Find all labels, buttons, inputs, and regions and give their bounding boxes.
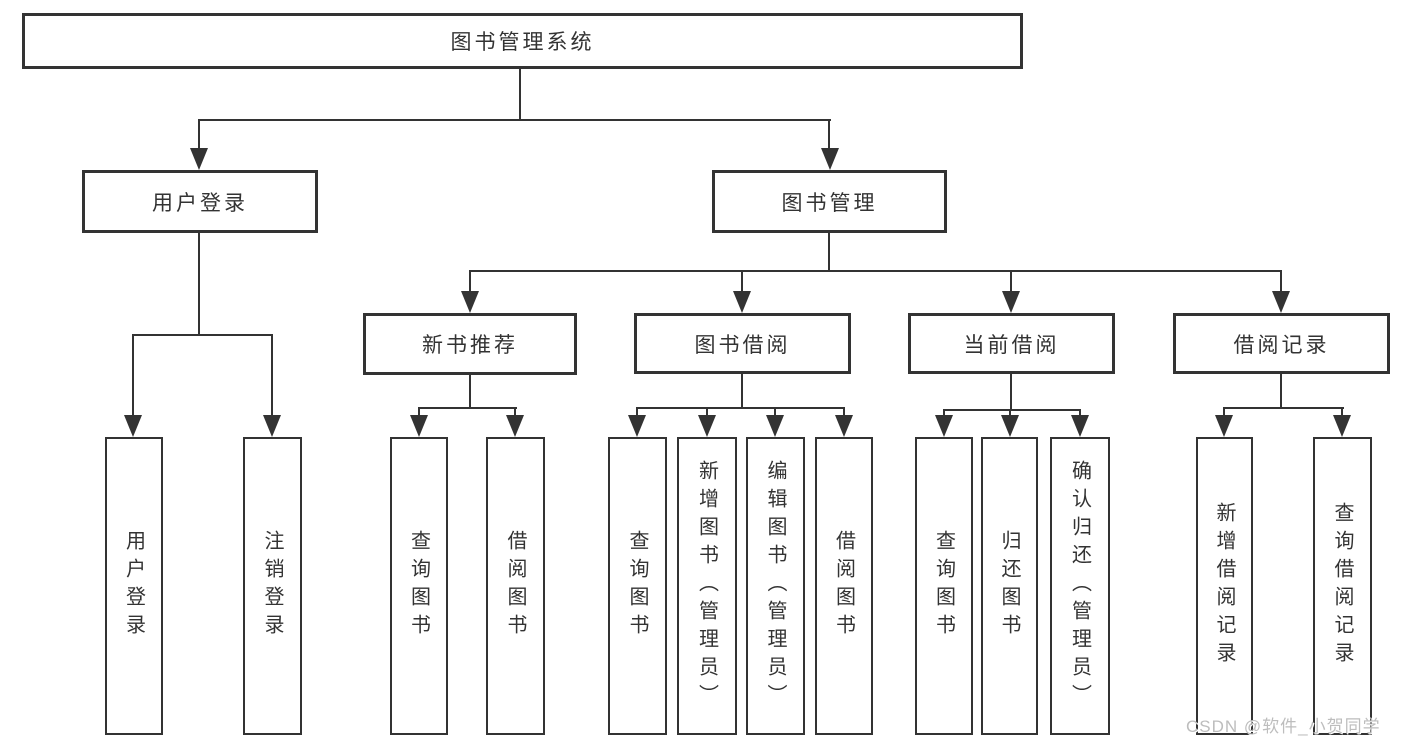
- connector-current-borrow-drop: [1010, 271, 1012, 295]
- node-book-borrow-label: 图书借阅: [694, 333, 791, 357]
- node-book-mgmt: 图书管理: [712, 170, 947, 233]
- connector-groupD-rail: [943, 409, 1081, 411]
- connector-book-mgmt-stub: [828, 233, 830, 271]
- connector-groupC-drop: [706, 408, 708, 420]
- arrow-down-icon: [698, 415, 716, 437]
- connector-level3-rail: [469, 270, 1282, 272]
- node-new-book-rec: 新书推荐: [363, 313, 577, 375]
- connector-new-book-rec-drop: [469, 271, 471, 295]
- arrow-down-icon: [506, 415, 524, 437]
- leaf-add-books-label: 新增图书（管理员）: [695, 460, 718, 712]
- leaf-confirm-return: 确认归还（管理员）: [1050, 437, 1110, 735]
- connector-groupE-rail: [1223, 407, 1344, 409]
- connector-groupB-drop: [514, 408, 516, 420]
- connector-groupC-stub: [741, 374, 743, 408]
- leaf-borrow-books-borrow: 借阅图书: [815, 437, 873, 735]
- leaf-borrow-books-borrow-label: 借阅图书: [832, 530, 855, 642]
- node-book-mgmt-label: 图书管理: [781, 191, 878, 215]
- leaf-add-books: 新增图书（管理员）: [677, 437, 737, 735]
- node-new-book-rec-label: 新书推荐: [422, 334, 518, 357]
- connector-groupA-rail: [132, 334, 273, 336]
- arrow-down-icon: [935, 415, 953, 437]
- connector-groupC-rail: [636, 407, 845, 409]
- csdn-watermark: CSDN @软件_小贺同学: [1186, 717, 1381, 736]
- arrow-down-icon: [410, 415, 428, 437]
- leaf-query-books-rec: 查询图书: [390, 437, 448, 735]
- connector-groupE-drop: [1223, 408, 1225, 420]
- connector-groupC-drop: [774, 408, 776, 420]
- arrow-down-icon: [1071, 415, 1089, 437]
- connector-book-mgmt-drop: [828, 120, 830, 152]
- node-root: 图书管理系统: [22, 13, 1023, 69]
- connector-borrow-record-drop: [1280, 271, 1282, 295]
- leaf-query-books-borrow-label: 查询图书: [626, 530, 648, 642]
- node-user-login-label: 用户登录: [152, 191, 248, 215]
- connector-user-login-drop: [198, 120, 200, 152]
- connector-groupA-drop: [132, 335, 134, 419]
- node-current-borrow: 当前借阅: [908, 313, 1115, 374]
- leaf-return-books: 归还图书: [981, 437, 1038, 735]
- leaf-edit-books-label: 编辑图书（管理员）: [764, 460, 786, 712]
- leaf-query-borrow-record: 查询借阅记录: [1313, 437, 1372, 735]
- arrow-down-icon: [1001, 415, 1019, 437]
- leaf-logout: 注销登录: [243, 437, 302, 735]
- leaf-user-login: 用户登录: [105, 437, 163, 735]
- connector-level2-rail: [198, 119, 831, 121]
- leaf-query-books-borrow: 查询图书: [608, 437, 667, 735]
- leaf-query-books-rec-label: 查询图书: [407, 530, 430, 642]
- arrow-down-icon: [733, 291, 751, 313]
- arrow-down-icon: [1002, 291, 1020, 313]
- node-borrow-record-label: 借阅记录: [1233, 333, 1330, 357]
- connector-root-stub: [519, 66, 521, 120]
- connector-groupE-stub: [1280, 374, 1282, 408]
- connector-groupB-drop: [418, 408, 420, 420]
- connector-groupD-stub: [1010, 374, 1012, 410]
- leaf-borrow-books-rec: 借阅图书: [486, 437, 545, 735]
- connector-book-borrow-drop: [741, 271, 743, 295]
- connector-groupB-stub: [469, 375, 471, 408]
- leaf-add-borrow-record-label: 新增借阅记录: [1213, 502, 1235, 670]
- arrow-down-icon: [835, 415, 853, 437]
- leaf-query-books-current: 查询图书: [915, 437, 973, 735]
- leaf-query-borrow-record-label: 查询借阅记录: [1331, 502, 1353, 670]
- connector-groupE-drop: [1341, 408, 1343, 420]
- node-book-borrow: 图书借阅: [634, 313, 851, 374]
- arrow-down-icon: [628, 415, 646, 437]
- arrow-down-icon: [766, 415, 784, 437]
- arrow-down-icon: [1215, 415, 1233, 437]
- node-current-borrow-label: 当前借阅: [963, 333, 1060, 357]
- leaf-edit-books: 编辑图书（管理员）: [746, 437, 805, 735]
- node-user-login: 用户登录: [82, 170, 318, 233]
- leaf-confirm-return-label: 确认归还（管理员）: [1068, 460, 1091, 712]
- arrow-down-icon: [1272, 291, 1290, 313]
- arrow-down-icon: [1333, 415, 1351, 437]
- connector-groupC-drop: [636, 408, 638, 420]
- connector-groupC-drop: [843, 408, 845, 420]
- connector-groupA-drop: [271, 335, 273, 419]
- leaf-logout-label: 注销登录: [261, 530, 283, 642]
- arrow-down-icon: [124, 415, 142, 437]
- leaf-add-borrow-record: 新增借阅记录: [1196, 437, 1253, 735]
- node-root-label: 图书管理系统: [450, 31, 595, 54]
- leaf-return-books-label: 归还图书: [998, 530, 1020, 642]
- connector-groupB-rail: [418, 407, 517, 409]
- connector-groupA-stub: [198, 233, 200, 335]
- arrow-down-icon: [821, 148, 839, 170]
- arrow-down-icon: [461, 291, 479, 313]
- leaf-query-books-current-label: 查询图书: [932, 530, 955, 642]
- arrow-down-icon: [263, 415, 281, 437]
- leaf-user-login-label: 用户登录: [122, 530, 145, 642]
- arrow-down-icon: [190, 148, 208, 170]
- node-borrow-record: 借阅记录: [1173, 313, 1390, 374]
- leaf-borrow-books-rec-label: 借阅图书: [504, 530, 526, 642]
